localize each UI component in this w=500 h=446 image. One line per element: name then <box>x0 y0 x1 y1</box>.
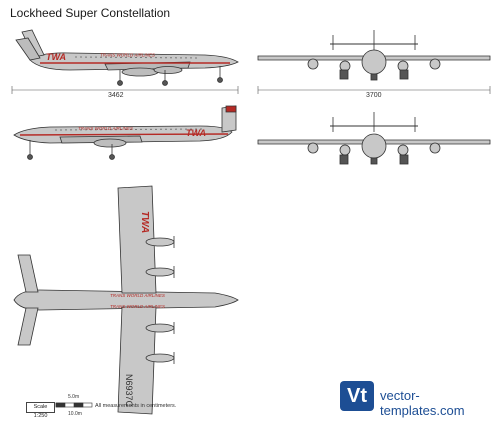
plan-view-cheatline-top: TRANS WORLD AIRLINES <box>110 293 165 298</box>
site-name[interactable]: vector-templates.com <box>380 388 465 418</box>
side-view-top-cheatline-text: TRANS WORLD AIRLINES <box>100 53 155 58</box>
side-view-bottom-cheatline-text: TRANS WORLD AIRLINES <box>78 126 133 131</box>
scale-unit-top: 5.0m <box>68 394 80 400</box>
side-view-bottom-tail-logo: TWA <box>186 128 206 138</box>
front-view-bottom <box>257 112 491 165</box>
length-dimension-line <box>11 86 239 94</box>
side-view-bottom <box>13 105 237 160</box>
plan-view-wing-logo: TWA <box>139 211 150 233</box>
scale-note: All measurements in centimeters. <box>95 403 177 409</box>
vt-logo: Vt <box>340 381 374 411</box>
length-dimension-label: 3462 <box>108 92 124 99</box>
plan-view <box>13 185 239 415</box>
scale-unit-bottom: 10.0m <box>68 411 82 417</box>
scale-label: Scale 1:250 <box>26 402 55 419</box>
span-dimension-line <box>257 86 491 94</box>
span-dimension-label: 3700 <box>366 92 382 99</box>
side-view-top <box>15 29 239 86</box>
page-title: Lockheed Super Constellation <box>10 6 171 20</box>
plan-view-registration: N6937C <box>124 374 134 408</box>
front-view-top <box>257 30 491 81</box>
side-view-top-tail-logo: TWA <box>46 52 66 62</box>
scale-bar <box>55 402 93 408</box>
plan-view-cheatline-bottom: TRANS WORLD AIRLINES <box>110 304 165 309</box>
